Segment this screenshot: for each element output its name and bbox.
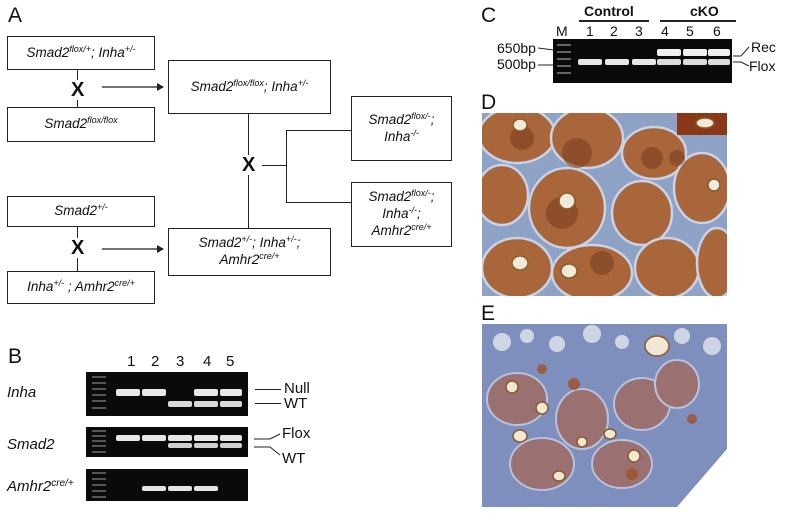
arrow-2 [102,245,164,253]
panel-e-letter: E [481,302,496,325]
lane-label-c5: 5 [686,23,694,39]
genotype-box-smad2-flox-flox: Smad2flox/flox [7,107,155,142]
genotype-box-inha-het-amhr2-cre: Inha+/- ; Amhr2cre/+ [7,271,155,304]
lane-label-c6: 6 [713,23,721,39]
gel-label-amhr2: Amhr2cre/+ [7,478,74,495]
gel-label-smad2: Smad2 [7,436,55,453]
genotype-box-smad2-het-inha-het-amhr2-cre: Smad2+/-; Inha+/-; Amhr2cre/+ [168,228,331,276]
gel-image-smad2 [86,427,248,457]
cross-symbol-3: X [70,237,86,259]
gel-image-amhr2 [86,469,248,501]
size-pointers [538,47,554,66]
lane-label-1: 1 [127,353,136,370]
band-label-null: Null [284,380,310,397]
micrograph-d [482,113,727,296]
micrograph-e [482,324,727,507]
band-label-rec: Rec [751,39,776,55]
band-pointer-null [255,389,281,390]
band-label-flox: Flox [282,425,311,442]
gel-label-inha: Inha [7,384,37,401]
lane-label-marker: M [556,23,568,39]
lane-label-c2: 2 [610,23,618,39]
connector-line [262,165,286,166]
group-label-cko: cKO [690,3,719,19]
band-label-flox-c: Flox [749,58,776,74]
arrow-1 [102,83,164,91]
group-bar-cko [660,20,736,22]
lane-label-c1: 1 [586,23,594,39]
panel-b-letter: B [8,345,23,368]
group-label-control: Control [584,3,634,19]
lane-label-4: 4 [203,353,212,370]
lane-label-5: 5 [226,353,235,370]
band-label-wt-smad2: WT [282,450,306,467]
cross-symbol-1: X [70,79,86,101]
lane-label-3: 3 [176,353,185,370]
genotype-box-smad2-flox-null-inha-null-amhr2-cre: Smad2flox/-; Inha-/-; Amhr2cre/+ [351,182,452,247]
genotype-box-smad2-flox-null-inha-null: Smad2flox/-; Inha-/- [351,96,452,161]
lane-label-c4: 4 [661,23,669,39]
connector-line [286,202,351,203]
connector-line [286,130,351,131]
panel-d-letter: D [481,91,497,114]
lane-label-c3: 3 [635,23,643,39]
band-pointers-c [733,46,750,67]
band-pointer-wt [255,403,281,404]
cross-symbol-2: X [241,154,257,176]
genotype-box-smad2-flox-flox-inha-het: Smad2flox/flox; Inha+/- [168,60,331,114]
genotype-box-smad2-flox-het-inha-het: Smad2flox/+; Inha+/- [7,36,155,70]
connector-line [286,130,287,202]
group-bar-control [579,20,649,22]
genotype-box-smad2-het: Smad2+/- [7,196,155,227]
size-label-500bp: 500bp [497,56,536,72]
panel-a-letter: A [8,4,23,27]
gel-image-inha [86,372,248,416]
band-label-wt-inha: WT [284,395,308,412]
band-pointer-flox-wt [254,433,281,456]
lane-label-2: 2 [151,353,160,370]
panel-c-letter: C [481,4,497,27]
size-label-650bp: 650bp [497,40,536,56]
gel-image-c [553,39,732,83]
